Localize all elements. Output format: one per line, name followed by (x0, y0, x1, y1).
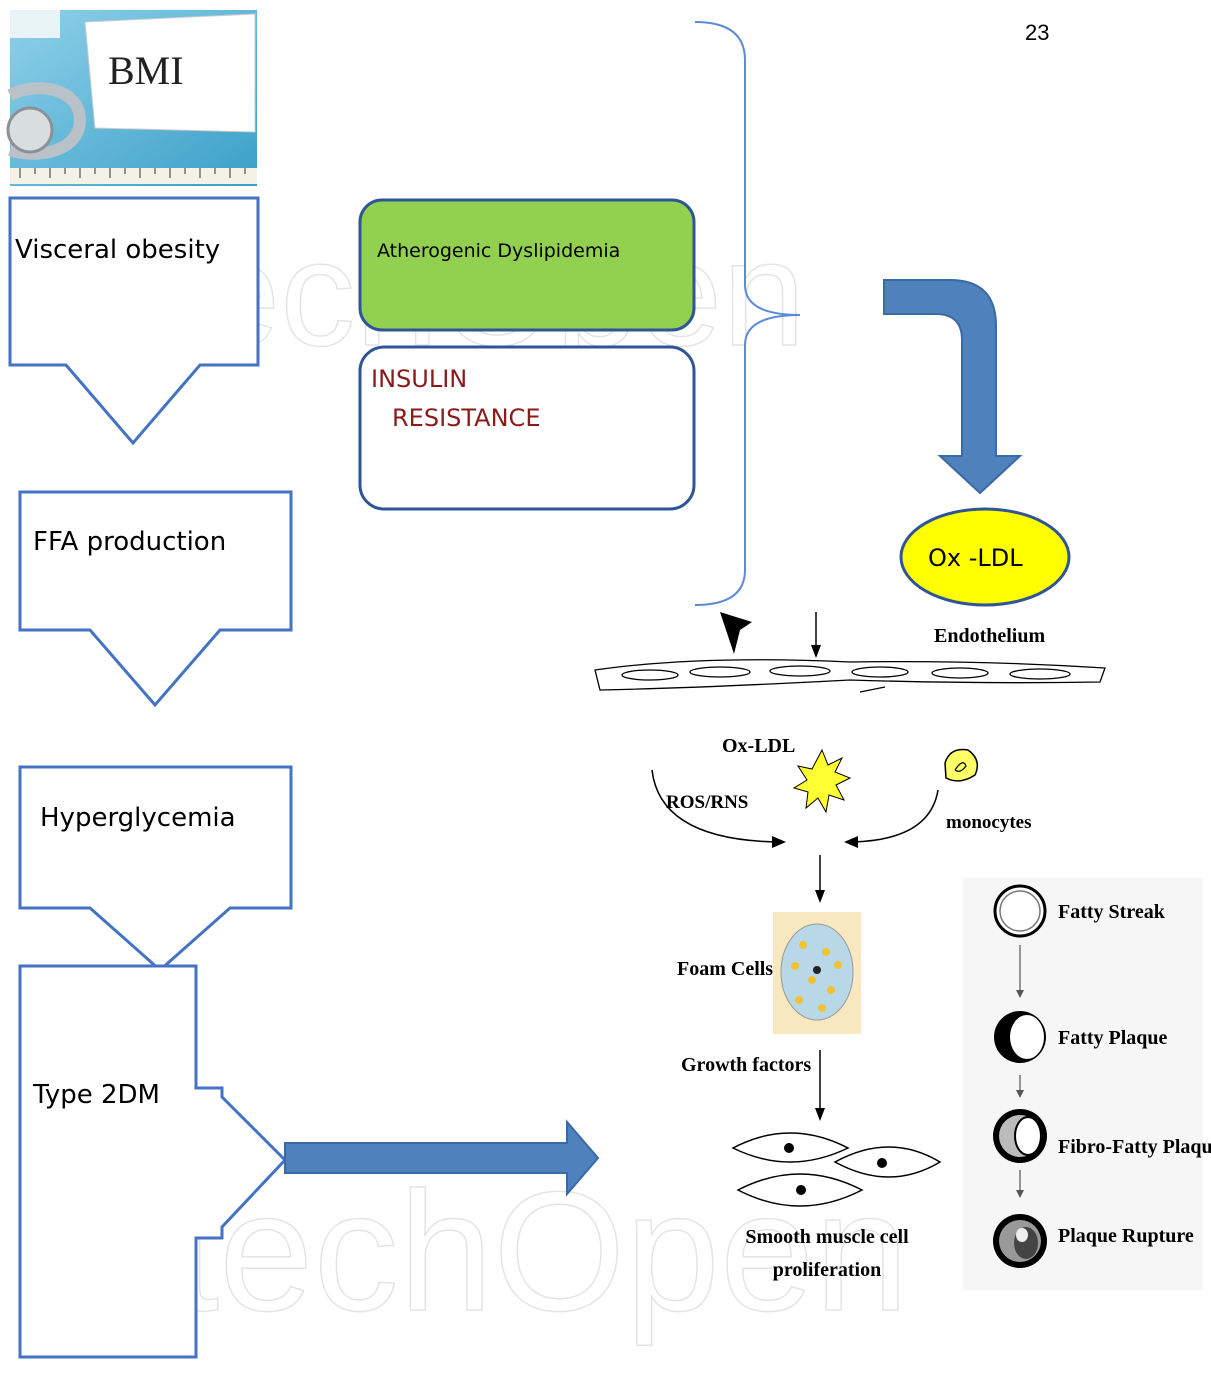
fatty-streak-label: Fatty Streak (1058, 901, 1166, 923)
growth-factors-label: Growth factors (681, 1054, 811, 1076)
plaque-rupture-label: Plaque Rupture (1058, 1225, 1194, 1247)
atherogenic-dyslipidemia-box (358, 198, 696, 332)
atherogenic-dyslipidemia-label: Atherogenic Dyslipidemia (377, 240, 620, 262)
type2dm-to-pathway-arrow (284, 1119, 600, 1197)
ox-ldl-burst (792, 748, 852, 814)
visceral-obesity-label: Visceral obesity (15, 235, 220, 265)
bmi-photo: BMI (6, 10, 257, 186)
hyperglycemia-label: Hyperglycemia (40, 803, 236, 833)
fatty-plaque-label: Fatty Plaque (1058, 1027, 1168, 1049)
smc-label-line2: proliferation (773, 1259, 882, 1281)
lesion-stages: Fatty Streak Fatty Plaque Fibro-Fatty Pl… (963, 878, 1211, 1290)
ffa-production-label: FFA production (33, 527, 226, 557)
ffa-production-arrow (18, 490, 293, 708)
ros-rns-label: ROS/RNS (666, 792, 748, 813)
endothelium-label: Endothelium (934, 625, 1045, 647)
left-flow (8, 196, 293, 1359)
fibro-fatty-plaque-icon (993, 1109, 1047, 1163)
ox-ldl-oval-label: Ox -LDL (928, 544, 1023, 572)
page-number: 23 (1025, 20, 1049, 45)
pathway-illustration: Endothelium Ox-LDL ROS/RNS monocytes (594, 612, 1106, 1281)
insulin-resistance-box (358, 345, 696, 511)
fibro-fatty-plaque-label: Fibro-Fatty Plaque (1058, 1136, 1211, 1158)
hyperglycemia-arrow (18, 765, 293, 973)
fatty-streak-icon (993, 884, 1047, 938)
ox-ldl-oval (899, 507, 1071, 607)
insulin-resistance-line1: INSULIN (371, 365, 467, 393)
foam-cells-label: Foam Cells (677, 958, 773, 980)
monocytes-label: monocytes (946, 812, 1031, 833)
curly-brace (694, 21, 801, 606)
endothelium-layer (594, 659, 1106, 693)
fatty-plaque-icon (994, 1011, 1046, 1063)
visceral-obesity-arrow (8, 196, 260, 446)
smc-label-line1: Smooth muscle cell (745, 1226, 909, 1248)
plaque-rupture-icon (993, 1214, 1047, 1268)
ox-ldl-pathway-label: Ox-LDL (722, 735, 795, 757)
insulin-resistance-line2: RESISTANCE (392, 404, 540, 432)
type2dm-arrow (18, 964, 288, 1359)
bent-arrow (883, 279, 1023, 495)
type2dm-label: Type 2DM (32, 1080, 160, 1110)
monocyte-cell (944, 748, 979, 782)
bmi-label: BMI (108, 48, 184, 93)
